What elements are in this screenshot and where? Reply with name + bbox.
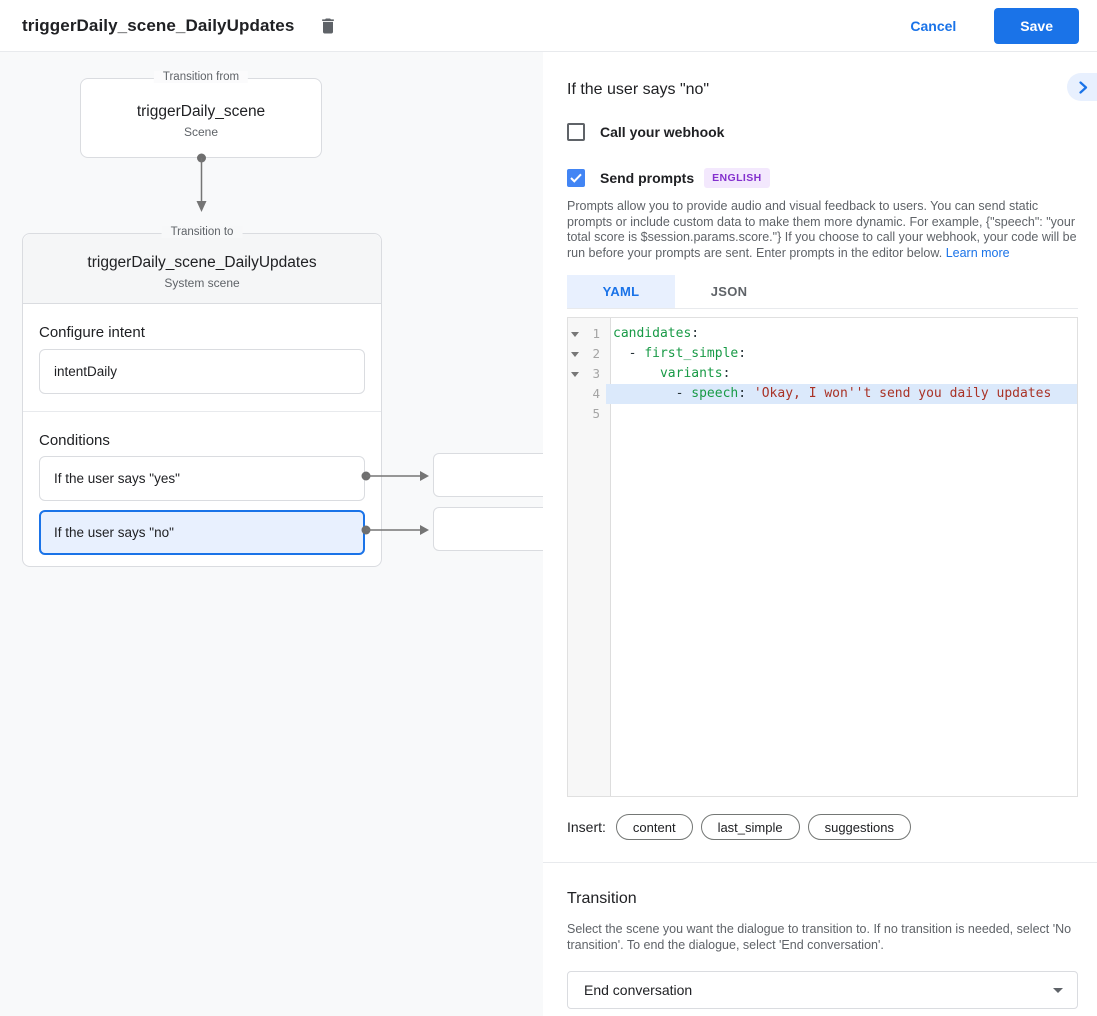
check-icon <box>570 173 582 183</box>
insert-label: Insert: <box>567 819 606 835</box>
language-badge: ENGLISH <box>704 168 770 188</box>
condition-yes-target-node[interactable] <box>433 453 543 497</box>
fold-arrow-icon[interactable] <box>571 351 579 357</box>
collapse-panel-button[interactable] <box>1067 73 1097 101</box>
insert-chip-suggestions[interactable]: suggestions <box>807 814 911 840</box>
section-divider <box>543 862 1097 863</box>
line-number: 4 <box>592 386 600 401</box>
transition-to-legend: Transition to <box>161 226 243 238</box>
cancel-button[interactable]: Cancel <box>904 17 962 35</box>
insert-toolbar: Insert: content last_simple suggestions <box>567 814 1078 840</box>
from-scene-title: triggerDaily_scene <box>136 103 266 120</box>
condition-no-target-node[interactable] <box>433 507 543 551</box>
fold-arrow-icon[interactable] <box>571 331 579 337</box>
to-scene-title: triggerDaily_scene_DailyUpdates <box>87 254 317 271</box>
condition-yes-connector <box>361 471 429 481</box>
insert-chip-last_simple[interactable]: last_simple <box>700 814 800 840</box>
call-webhook-row[interactable]: Call your webhook <box>567 123 1078 141</box>
card-divider <box>23 411 381 412</box>
transition-select-value: End conversation <box>584 982 693 998</box>
delete-scene-button[interactable] <box>316 14 340 38</box>
transition-description: Select the scene you want the dialogue t… <box>567 922 1072 952</box>
editor-gutter <box>568 318 611 796</box>
send-prompts-label: Send prompts <box>600 170 695 186</box>
down-arrow-connector <box>196 153 207 212</box>
chevron-right-icon <box>1078 80 1088 94</box>
condition-title: If the user says "no" <box>567 81 710 98</box>
code-line[interactable]: 5 <box>568 404 1077 424</box>
send-prompts-checkbox[interactable] <box>567 169 585 187</box>
line-number: 1 <box>592 326 600 341</box>
conditions-label: Conditions <box>39 432 110 449</box>
transition-from-node[interactable]: Transition from triggerDaily_scene Scene <box>80 71 322 158</box>
condition-editor-panel: If the user says "no" Call your webhook … <box>543 52 1097 1016</box>
dropdown-caret-icon <box>1053 987 1063 993</box>
condition-yes[interactable]: If the user says "yes" <box>39 456 365 501</box>
condition-no-connector <box>361 525 429 535</box>
tab-yaml[interactable]: YAML <box>567 275 675 308</box>
to-scene-header[interactable]: Transition to triggerDaily_scene_DailyUp… <box>23 226 381 304</box>
transition-select[interactable]: End conversation <box>567 971 1078 1009</box>
configure-intent-label: Configure intent <box>39 324 145 341</box>
from-scene-type: Scene <box>183 125 219 139</box>
transition-section-title: Transition <box>567 890 637 907</box>
prompts-description: Prompts allow you to provide audio and v… <box>567 199 1078 261</box>
learn-more-link[interactable]: Learn more <box>945 245 1010 260</box>
save-button[interactable]: Save <box>994 7 1079 44</box>
fold-arrow-icon[interactable] <box>571 371 579 377</box>
line-number: 3 <box>592 366 600 381</box>
webhook-label: Call your webhook <box>600 124 725 140</box>
trash-icon <box>318 16 338 36</box>
prompts-description-text: Prompts allow you to provide audio and v… <box>567 199 1077 260</box>
editor-format-tabs: YAML JSON <box>567 275 1078 309</box>
condition-no[interactable]: If the user says "no" <box>39 510 365 555</box>
send-prompts-row[interactable]: Send prompts ENGLISH <box>567 168 1078 188</box>
header: triggerDaily_scene_DailyUpdates Cancel S… <box>0 0 1097 52</box>
transition-from-legend: Transition from <box>153 71 249 83</box>
code-line[interactable]: 3 variants: <box>568 364 1077 384</box>
line-number: 5 <box>592 406 600 421</box>
page-title: triggerDaily_scene_DailyUpdates <box>22 15 295 35</box>
transition-to-card: Transition to triggerDaily_scene_DailyUp… <box>22 226 382 567</box>
insert-chip-content[interactable]: content <box>615 814 693 840</box>
line-number: 2 <box>592 346 600 361</box>
code-line[interactable]: 4 - speech: 'Okay, I won''t send you dai… <box>568 384 1077 404</box>
to-scene-type: System scene <box>164 276 240 290</box>
webhook-checkbox[interactable] <box>567 123 585 141</box>
code-line[interactable]: 2 - first_simple: <box>568 344 1077 364</box>
tab-json[interactable]: JSON <box>675 275 783 308</box>
scene-diagram-canvas: Transition from triggerDaily_scene Scene… <box>0 52 543 1016</box>
intent-field[interactable]: intentDaily <box>39 349 365 394</box>
intent-value: intentDaily <box>54 364 118 379</box>
